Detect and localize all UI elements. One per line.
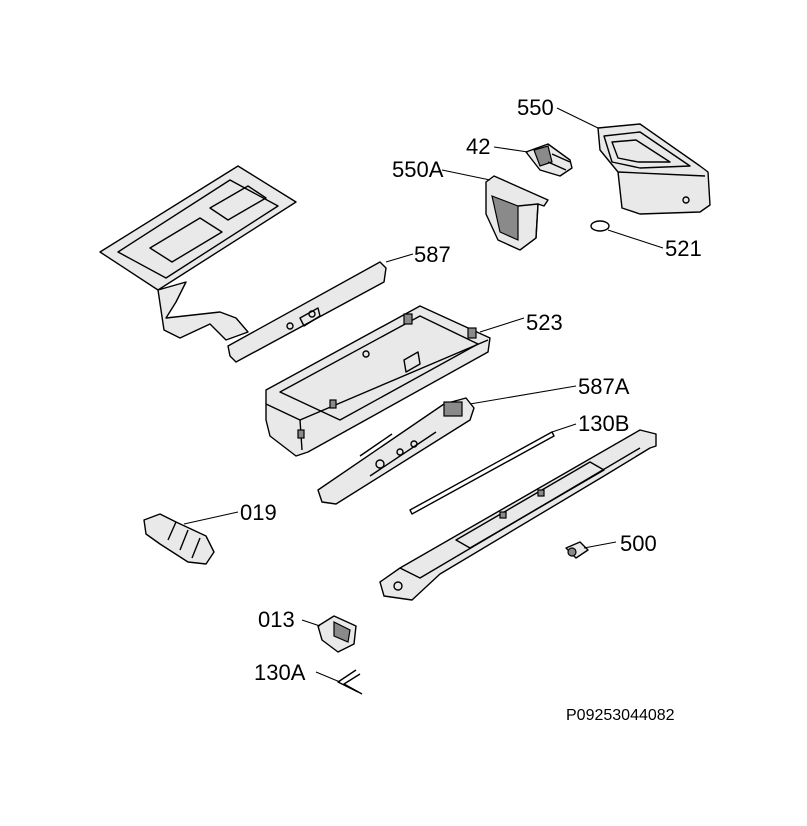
label-500: 500: [620, 531, 657, 556]
leader-019: [183, 511, 239, 525]
label-019: 019: [240, 500, 277, 525]
leader-550a: [441, 169, 491, 181]
label-550: 550: [517, 95, 554, 120]
label-587a: 587A: [578, 374, 630, 399]
leader-130a: [315, 671, 341, 683]
leader-587: [385, 253, 414, 263]
part-550-cover: [597, 123, 711, 215]
part-019-lamp: [143, 513, 215, 565]
drawing-code: P09253044082: [566, 707, 675, 724]
label-521: 521: [665, 236, 702, 261]
leader-500: [583, 541, 617, 549]
part-control-panel-film: [99, 165, 297, 341]
leader-550: [556, 107, 599, 129]
label-550a: 550A: [392, 157, 444, 182]
leader-42: [493, 146, 529, 153]
part-013-switch: [317, 615, 357, 653]
part-523-housing: [265, 305, 491, 457]
leader-587a: [469, 385, 577, 405]
leader-521: [607, 229, 664, 249]
label-130b: 130B: [578, 411, 629, 436]
label-587: 587: [414, 242, 451, 267]
part-130b-rod: [409, 431, 555, 515]
part-550a-lamp-cover: [485, 175, 549, 251]
part-lamp-housing: [379, 429, 657, 601]
label-523: 523: [526, 310, 563, 335]
label-013: 013: [258, 607, 295, 632]
leader-523: [479, 317, 525, 333]
part-587a-pcb: [317, 397, 475, 505]
part-521-ring: [590, 220, 610, 232]
label-42: 42: [466, 134, 490, 159]
part-42-clip: [525, 143, 573, 177]
part-130a-bracket: [337, 669, 363, 695]
part-587-pcb: [227, 261, 387, 363]
leader-013: [301, 619, 321, 627]
part-500-screw: [565, 541, 589, 559]
label-130a: 130A: [254, 660, 306, 685]
leader-130b: [551, 423, 577, 433]
